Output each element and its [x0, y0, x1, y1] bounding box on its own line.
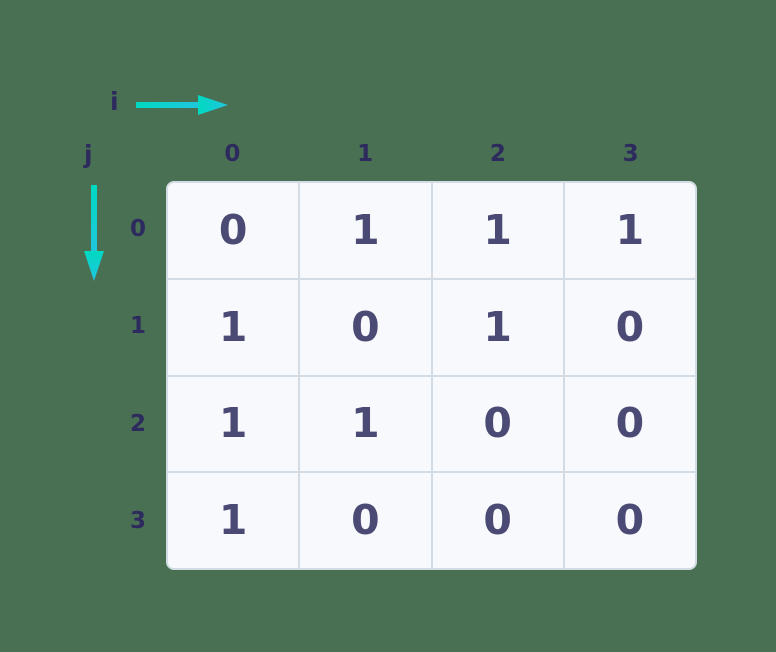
matrix-cell: 0 [564, 473, 695, 568]
arrow-down-icon [84, 185, 104, 281]
matrix-cell: 1 [168, 376, 299, 472]
matrix-cell: 0 [564, 376, 695, 472]
matrix-cell: 1 [300, 183, 431, 278]
matrix-cell: 0 [300, 279, 431, 375]
matrix-cell: 0 [432, 376, 563, 472]
matrix-cell: 1 [300, 376, 431, 472]
matrix-cell: 1 [432, 279, 563, 375]
arrow-right-icon [136, 95, 228, 115]
matrix-cell: 1 [564, 183, 695, 278]
matrix-cell: 0 [168, 183, 299, 278]
row-header-column: 0 1 2 3 [118, 181, 158, 570]
column-header-row: 0 1 2 3 [166, 138, 697, 170]
matrix-cell: 0 [564, 279, 695, 375]
axis-label-j: j [84, 140, 93, 169]
matrix-grid: 0 1 1 1 1 0 1 0 1 1 0 0 1 0 0 0 [166, 181, 697, 570]
column-header-2: 2 [489, 140, 506, 167]
column-header-0: 0 [224, 140, 241, 167]
matrix-cell: 1 [168, 279, 299, 375]
axis-label-i: i [110, 87, 119, 116]
matrix-cell: 1 [432, 183, 563, 278]
matrix-cell: 0 [300, 473, 431, 568]
column-header-3: 3 [622, 140, 639, 167]
row-header-3: 3 [129, 507, 146, 534]
matrix-cell: 0 [432, 473, 563, 568]
column-header-1: 1 [357, 140, 374, 167]
row-header-2: 2 [129, 410, 146, 437]
matrix-container: 0 1 1 1 1 0 1 0 1 1 0 0 1 0 0 0 [166, 181, 697, 570]
matrix-cell: 1 [168, 473, 299, 568]
row-header-0: 0 [129, 216, 146, 243]
row-header-1: 1 [129, 313, 146, 340]
